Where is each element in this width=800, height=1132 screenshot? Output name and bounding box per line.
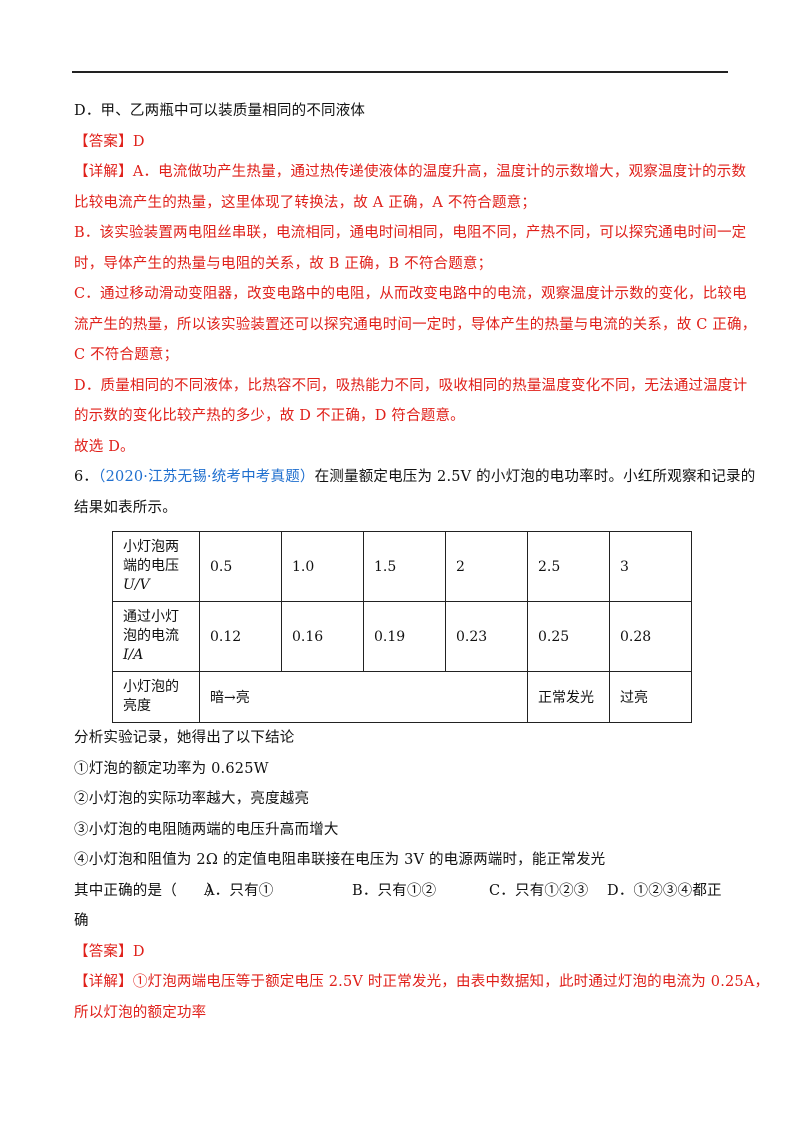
row-header-brightness: 小灯泡的 亮度 <box>112 671 200 723</box>
detail-tag: 【详解】 <box>74 974 133 990</box>
table-row: 通过小灯 泡的电流 I/A 0.12 0.16 0.19 0.23 0.25 0… <box>112 601 692 672</box>
option-a: A．只有① <box>204 882 274 899</box>
detail-line: 的示数的变化比较产热的多少，故 D 不正确，D 符合题意。 <box>74 408 465 424</box>
detail-line: 时，导体产生的热量与电阻的关系，故 B 正确，B 不符合题意； <box>74 255 493 272</box>
table-cell-normal: 正常发光 <box>527 671 610 723</box>
detail-line: 所以灯泡的额定功率 <box>74 1004 207 1021</box>
detail-line: 流产生的热量，所以该实验装置还可以探究通电时间一定时，导体产生的热量与电流的关系… <box>74 316 757 333</box>
option-d: D．甲、乙两瓶中可以装质量相同的不同液体 <box>74 103 366 119</box>
table-cell: 0.25 <box>527 601 610 672</box>
option-d-wrap: 确 <box>74 913 89 929</box>
question-stem-cont: 结果如表所示。 <box>74 499 177 516</box>
detail-line: B．该实验装置两电阻丝串联，电流相同，通电时间相同，电阻不同，产热不同，可以探究… <box>74 225 747 241</box>
detail-line: 【详解】①灯泡两端电压等于额定电压 2.5V 时正常发光，由表中数据知，此时通过… <box>74 967 769 998</box>
table-cell: 1.0 <box>281 531 364 602</box>
conclusion-item: ①灯泡的额定功率为 0.625W <box>74 760 269 777</box>
option-c: C．只有①②③ <box>489 882 589 899</box>
row-header-voltage: 小灯泡两 端的电压 U/V <box>112 531 200 602</box>
table-cell: 0.23 <box>445 601 528 672</box>
conclusion-item: ②小灯泡的实际功率越大，亮度越亮 <box>74 791 310 807</box>
table-cell: 0.12 <box>199 601 282 672</box>
conclusion-item: ③小灯泡的电阻随两端的电压升高而增大 <box>74 821 339 838</box>
options-line: 其中正确的是（ ）A．只有① B．只有①② C．只有①②③ D．①②③④都正 <box>74 876 724 907</box>
table-cell: 2 <box>445 531 528 602</box>
table-cell-dim-to-bright: 暗→亮 <box>199 671 528 723</box>
table-cell: 0.19 <box>363 601 446 672</box>
table-cell: 0.16 <box>281 601 364 672</box>
answer-value: D <box>132 133 145 150</box>
question-stem-text: 在测量额定电压为 2.5V 的小灯泡的电功率时。小红所观察和记录的 <box>314 469 756 485</box>
table-row: 小灯泡的 亮度 暗→亮 正常发光 过亮 <box>112 671 692 723</box>
document-body: D．甲、乙两瓶中可以装质量相同的不同液体 【答案】D 【详解】A．电流做功产生热… <box>74 96 769 1028</box>
answer-line: 【答案】D <box>74 127 724 158</box>
table-cell: 3 <box>609 531 692 602</box>
detail-tag: 【详解】 <box>74 164 133 180</box>
detail-line: 故选 D。 <box>74 438 135 455</box>
option-b: B．只有①② <box>352 882 437 899</box>
detail-line: C 不符合题意； <box>74 347 179 363</box>
detail-line: D．质量相同的不同液体，比热容不同，吸热能力不同，吸收相同的热量温度变化不同，无… <box>74 377 748 394</box>
detail-text: ①灯泡两端电压等于额定电压 2.5V 时正常发光，由表中数据知，此时通过灯泡的电… <box>132 974 770 990</box>
table-cell: 0.28 <box>609 601 692 672</box>
detail-line: 比较电流产生的热量，这里体现了转换法，故 A 正确，A 不符合题意； <box>74 194 537 211</box>
experiment-table: 小灯泡两 端的电压 U/V 0.5 1.0 1.5 2 2.5 3 通过小灯 泡… <box>112 531 692 723</box>
answer-tag: 【答案】 <box>74 943 133 960</box>
row-header-current: 通过小灯 泡的电流 I/A <box>112 601 200 672</box>
table-row: 小灯泡两 端的电压 U/V 0.5 1.0 1.5 2 2.5 3 <box>112 531 692 602</box>
answer-value: D <box>132 943 145 960</box>
header-rule <box>72 71 728 73</box>
detail-text: A．电流做功产生热量，通过热传递使液体的温度升高，温度计的示数增大，观察温度计的… <box>132 164 747 180</box>
table-cell: 2.5 <box>527 531 610 602</box>
detail-line: 【详解】A．电流做功产生热量，通过热传递使液体的温度升高，温度计的示数增大，观察… <box>74 157 746 188</box>
question-stem: 6．（2020·江苏无锡·统考中考真题）在测量额定电压为 2.5V 的小灯泡的电… <box>74 462 755 493</box>
question-source-link[interactable]: （2020·江苏无锡·统考中考真题） <box>98 469 315 485</box>
answer-line: 【答案】D <box>74 937 724 968</box>
option-d: D．①②③④都正 <box>607 882 722 899</box>
table-cell: 0.5 <box>199 531 282 602</box>
detail-line: C．通过移动滑动变阻器，改变电路中的电阻，从而改变电路中的电流，观察温度计示数的… <box>74 286 747 302</box>
question-number: 6． <box>74 469 99 485</box>
analysis-text: 分析实验记录，她得出了以下结论 <box>74 730 295 746</box>
answer-tag: 【答案】 <box>74 133 133 150</box>
table-cell-too-bright: 过亮 <box>609 671 692 723</box>
question-prompt: 其中正确的是（ ） <box>74 882 221 899</box>
conclusion-item: ④小灯泡和阻值为 2Ω 的定值电阻串联接在电压为 3V 的电源两端时，能正常发光 <box>74 852 606 868</box>
table-cell: 1.5 <box>363 531 446 602</box>
